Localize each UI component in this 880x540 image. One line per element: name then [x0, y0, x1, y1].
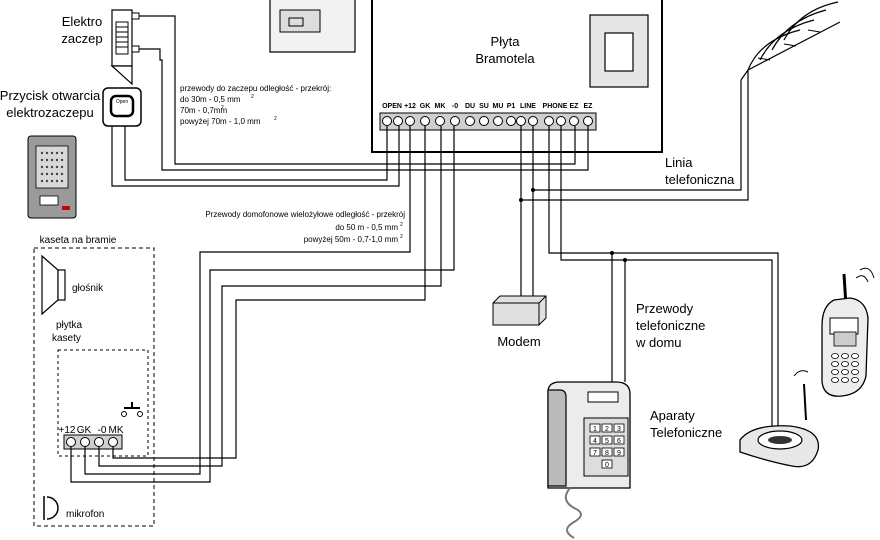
- key-9: 9: [617, 450, 621, 457]
- board-display: [589, 14, 649, 88]
- modem-label: Modem: [497, 334, 540, 349]
- term-label-m0: -0: [452, 103, 458, 110]
- key-0: 0: [605, 462, 609, 469]
- note-domofon-sup-2: 2: [400, 234, 403, 240]
- microphone-label: mikrofon: [66, 509, 104, 520]
- modem: Modem: [492, 295, 547, 349]
- key-6: 6: [617, 438, 621, 445]
- key-8: 8: [605, 450, 609, 457]
- term-label-line: LINE: [520, 103, 536, 110]
- note-domofon-sup-1: 2: [400, 222, 403, 228]
- term-label-mu: MU: [493, 103, 504, 110]
- note-zaczep-sup-2: 2: [221, 105, 224, 111]
- kaseta-term-label-mk: MK: [109, 425, 124, 436]
- cordless-base-icon: [739, 370, 820, 468]
- door-strike-label-1: Elektro: [62, 14, 102, 29]
- note-intercom-wiring: Przewody domofonowe wielożyłowe odległoś…: [205, 210, 405, 244]
- term-label-mk: MK: [435, 103, 446, 110]
- gate-cassette: kaseta na bramie głośnik płytka kasety +…: [33, 235, 155, 527]
- term-label-p1: P1: [507, 103, 516, 110]
- key-4: 4: [593, 438, 597, 445]
- kaseta-term-label-p12: +12: [59, 425, 76, 436]
- main-board: Płyta Bramotela OPEN +12 GK MK -0 DU SU …: [371, 0, 663, 153]
- term-label-du: DU: [465, 103, 475, 110]
- key-5: 5: [605, 438, 609, 445]
- key-7: 7: [593, 450, 597, 457]
- kaseta-term-label-gk: GK: [77, 425, 92, 436]
- wires-telephone: [519, 70, 779, 426]
- gate-cassette-label: kaseta na bramie: [40, 235, 117, 246]
- house-wires-label-3: w domu: [635, 335, 682, 350]
- term-label-ez2: EZ: [584, 103, 594, 110]
- open-button-label-2: elektrozaczepu: [6, 105, 93, 120]
- open-button-device: Przycisk otwarcia elektrozaczepu Open: [0, 87, 142, 127]
- main-terminal-block: [379, 112, 597, 131]
- key-2: 2: [605, 426, 609, 433]
- house-wires-label-1: Przewody: [636, 301, 694, 316]
- wires-intercom: [70, 126, 455, 483]
- term-label-open: OPEN: [382, 103, 402, 110]
- house-wires-label-2: telefoniczne: [636, 318, 705, 333]
- note-strike-wiring: przewody do zaczepu odległość - przekrój…: [180, 84, 331, 126]
- note-zaczep-sup-3: 2: [274, 116, 277, 122]
- note-zaczep-2: do 30m - 0,5 mm: [180, 95, 241, 104]
- call-button-symbol: [121, 402, 143, 417]
- top-power-module: [269, 0, 356, 53]
- plate-label-2: kasety: [52, 333, 81, 344]
- term-label-phone: PHONE: [543, 103, 568, 110]
- intercom-panel: [27, 135, 77, 219]
- phones-label-1: Aparaty: [650, 408, 695, 423]
- note-zaczep-sup-1: 2: [251, 94, 254, 100]
- note-domofon-2: do 50 m - 0,5 mm: [335, 223, 398, 232]
- key-3: 3: [617, 426, 621, 433]
- term-label-gk: GK: [420, 103, 431, 110]
- door-strike-label-2: zaczep: [61, 31, 102, 46]
- term-label-p12: +12: [404, 103, 416, 110]
- note-domofon-1: Przewody domofonowe wielożyłowe odległoś…: [205, 210, 405, 219]
- microphone-icon: [43, 496, 59, 520]
- note-zaczep-3: 70m - 0,7mm: [180, 106, 227, 115]
- speaker-label: głośnik: [72, 283, 104, 294]
- term-label-ez1: EZ: [570, 103, 580, 110]
- note-zaczep-1: przewody do zaczepu odległość - przekrój…: [180, 84, 331, 93]
- term-label-su: SU: [479, 103, 489, 110]
- key-1: 1: [593, 426, 597, 433]
- desk-phone-icon: 1 2 3 4 5 6 7 8 9 0: [547, 381, 631, 539]
- board-title-line1: Płyta: [491, 34, 521, 49]
- board-title-line2: Bramotela: [475, 51, 535, 66]
- cordless-handset-icon: [821, 267, 875, 397]
- note-zaczep-4: powyżej 70m - 1,0 mm: [180, 117, 261, 126]
- wires-door-strike: [111, 15, 589, 187]
- phones-label-2: Telefoniczne: [650, 425, 722, 440]
- door-strike: Elektro zaczep: [61, 9, 140, 86]
- plate-label-1: płytka: [56, 320, 83, 331]
- phone-line-label-1: Linia: [665, 155, 693, 170]
- kaseta-terminal-block: [63, 434, 123, 450]
- note-domofon-3: powyżej 50m - 0,7-1,0 mm: [304, 235, 399, 244]
- speaker-icon: [41, 254, 66, 316]
- open-button-label-1: Przycisk otwarcia: [0, 88, 101, 103]
- kaseta-term-label-m0: -0: [98, 425, 107, 436]
- phone-line-label-2: telefoniczna: [665, 172, 735, 187]
- keypad: 1 2 3 4 5 6 7 8 9 0: [589, 423, 625, 469]
- telephone-line-poles: [740, 1, 841, 81]
- open-button-text: Open: [116, 99, 128, 105]
